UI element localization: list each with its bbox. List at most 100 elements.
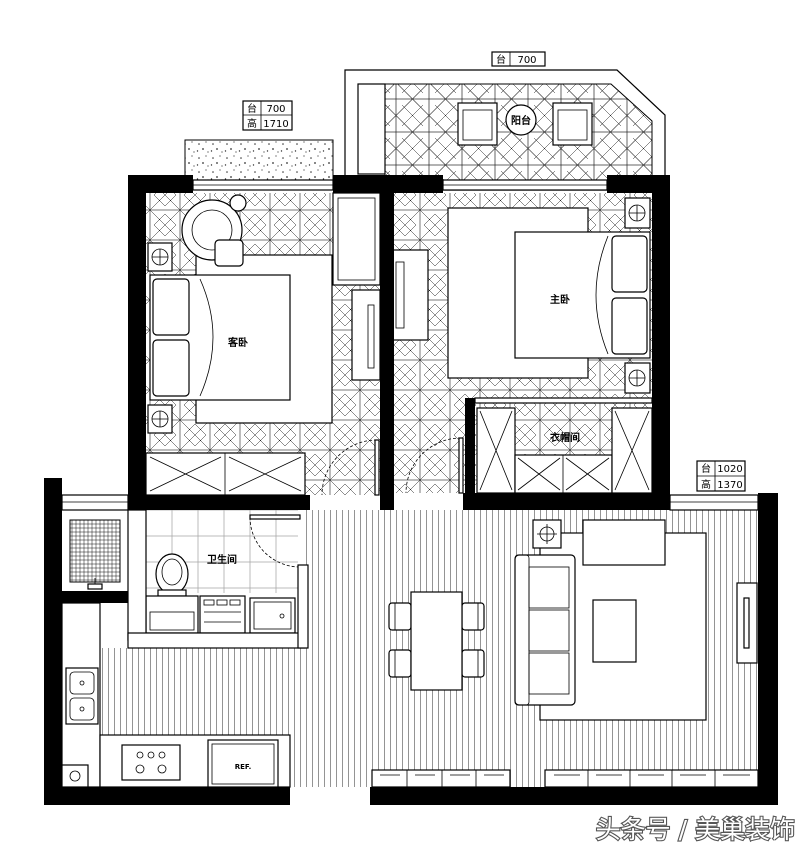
- guest-bedroom-door[interactable]: [321, 439, 380, 496]
- toilet: [155, 553, 189, 597]
- guest-bedroom-label: 客卧: [227, 336, 248, 349]
- closet-cabinet-left: [476, 407, 516, 494]
- guest-left-wall: [128, 175, 146, 510]
- kitchen-floor: [100, 648, 305, 735]
- guest-top-wall: [128, 175, 193, 193]
- pillow: [611, 235, 648, 293]
- dining-chair: [461, 602, 485, 631]
- master-bedroom-label: 主卧: [550, 293, 570, 306]
- walk-in-closet: 衣帽间: [465, 397, 653, 494]
- kitchen-sink: [65, 667, 99, 725]
- balcony-chair-left: [457, 102, 498, 146]
- closet-cabinet-bottom: [514, 454, 613, 494]
- bathroom: 卫生间: [145, 514, 301, 634]
- balcony: 阳台: [344, 69, 666, 191]
- bedroom-partition-wall: [380, 193, 394, 510]
- dining-chair: [388, 649, 412, 678]
- gas-stove: [121, 744, 181, 781]
- master-nightstand-top: [624, 197, 651, 229]
- guest-wardrobe: [332, 192, 381, 286]
- balcony-cabinet: [357, 83, 386, 175]
- bathroom-cabinet: [145, 595, 199, 634]
- kitchen-bin: [61, 764, 89, 788]
- outer-right-wall: [758, 493, 778, 805]
- pillow: [152, 278, 190, 336]
- side-table: [229, 194, 247, 212]
- svg-text:1020: 1020: [717, 464, 742, 475]
- pillow: [611, 297, 648, 355]
- bathroom-label: 卫生间: [207, 553, 237, 566]
- closet-top-wall: [474, 397, 653, 404]
- floor-lamp: [532, 519, 562, 549]
- svg-text:台: 台: [247, 102, 257, 115]
- closet-partition: [465, 398, 475, 493]
- guest-lounge-chair: [181, 194, 247, 267]
- bathroom-bottom-wall: [127, 632, 306, 649]
- master-bottom-wall: [463, 493, 670, 510]
- ottoman: [582, 519, 666, 566]
- master-tv-cabinet: [389, 249, 429, 341]
- bathroom-right-wall: [297, 564, 309, 649]
- guest-bottom-wall: [128, 495, 310, 510]
- washing-machine: [199, 595, 246, 634]
- balcony-round-table: [505, 104, 537, 136]
- dining-table: [410, 591, 463, 691]
- sofa: [514, 554, 576, 706]
- entry-floor: [290, 648, 305, 787]
- master-bedroom-door[interactable]: [405, 437, 464, 494]
- bathroom-left-wall: [127, 509, 147, 641]
- balcony-sill-label: 台 700: [491, 51, 546, 67]
- svg-text:1710: 1710: [263, 119, 288, 130]
- master-right-wall: [652, 175, 670, 510]
- outer-bottom-wall-left: [44, 787, 290, 805]
- tv: [743, 597, 750, 649]
- guest-nightstand-bottom: [147, 404, 173, 434]
- svg-text:1370: 1370: [717, 480, 742, 491]
- svg-text:台: 台: [496, 53, 506, 66]
- guest-bottom-cabinet: [145, 452, 306, 496]
- shower-tap-icon: [87, 583, 103, 590]
- bathroom-door[interactable]: [249, 514, 301, 568]
- svg-text:台: 台: [701, 462, 711, 475]
- svg-text:高: 高: [701, 478, 711, 491]
- svg-text:高: 高: [247, 117, 257, 130]
- entry-cabinet-right: [544, 769, 759, 788]
- walk-in-closet-label: 衣帽间: [550, 431, 580, 444]
- closet-cabinet-right: [611, 407, 653, 494]
- kitchen-top-wall: [62, 591, 128, 603]
- svg-text:700: 700: [517, 55, 536, 66]
- fridge-label: REF.: [235, 763, 252, 771]
- master-bed: [514, 231, 651, 359]
- coffee-table: [592, 599, 637, 663]
- living-window: [669, 494, 759, 511]
- kitchen: REF.: [61, 602, 291, 788]
- tv-cabinet: [736, 582, 758, 664]
- outer-left-wall: [44, 478, 62, 805]
- dining-set: [388, 591, 485, 691]
- refrigerator: REF.: [207, 739, 279, 788]
- guest-hanging-closet: [351, 289, 381, 381]
- pillow: [152, 339, 190, 397]
- blanket-fold: [595, 235, 609, 355]
- watermark: 头条号 / 美巢装饰: [596, 815, 795, 844]
- outer-bottom-wall-right: [370, 787, 778, 805]
- shower-tray: [69, 519, 121, 583]
- guest-bed: [149, 274, 291, 401]
- dining-chair: [388, 602, 412, 631]
- master-nightstand-bottom: [624, 362, 651, 394]
- balcony-chair-right: [552, 102, 593, 146]
- blanket-fold: [199, 278, 214, 397]
- shower-window: [61, 494, 129, 511]
- dining-chair: [461, 649, 485, 678]
- guest-window-label: 台 700 高 1710: [242, 100, 293, 131]
- master-bedroom: 衣帽间 主卧: [389, 193, 653, 494]
- wash-basin: [249, 597, 296, 634]
- living-window-label: 台 1020 高 1370: [696, 460, 746, 492]
- walls: [44, 175, 778, 805]
- guest-bedroom: 客卧: [145, 192, 381, 496]
- entry-cabinet-left: [371, 769, 511, 788]
- guest-nightstand-top: [147, 242, 173, 272]
- balcony-name: 阳台: [511, 114, 531, 127]
- shower-room: [69, 519, 121, 590]
